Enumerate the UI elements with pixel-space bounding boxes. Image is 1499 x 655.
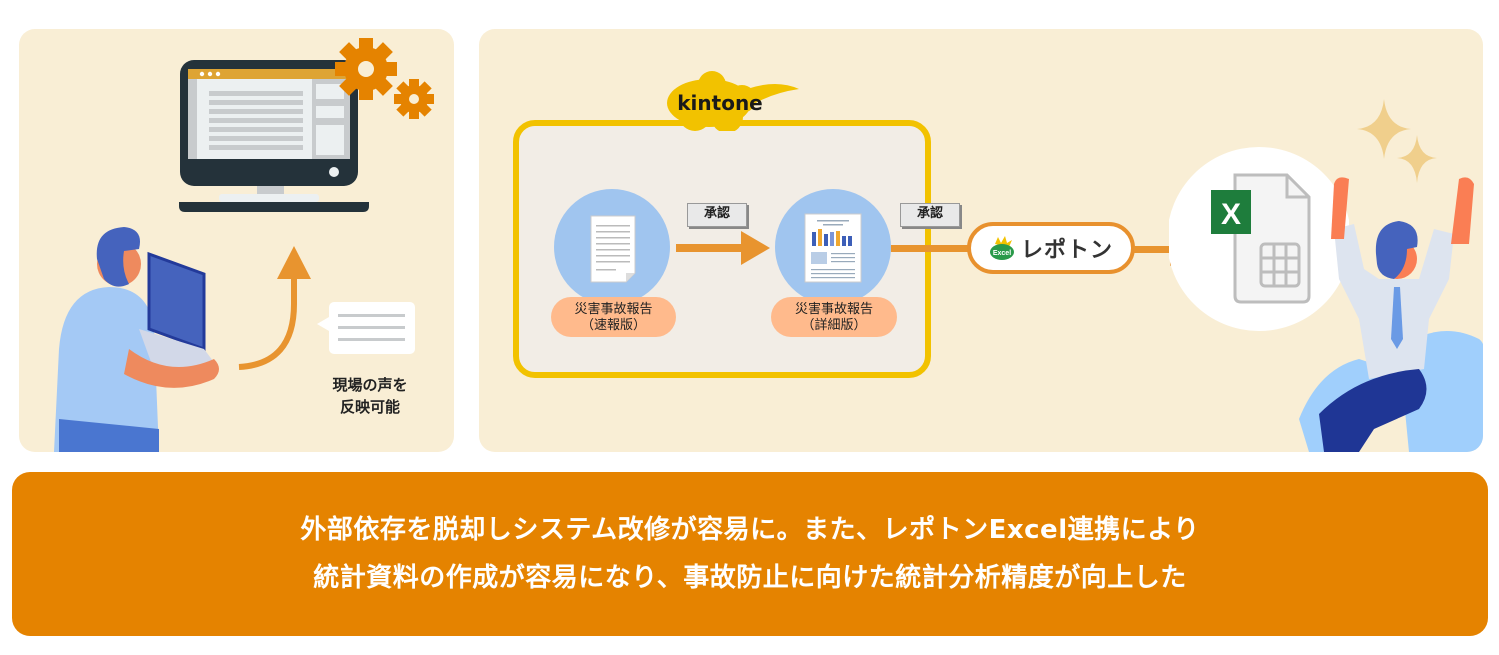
arrow-right-icon: [676, 231, 770, 265]
kintone-cloud-icon: [667, 71, 799, 131]
caption-line-2: 反映可能: [339, 398, 400, 416]
reportone-excel-cloud-icon: Excel: [989, 236, 1014, 260]
approval-tag-1: 承認: [687, 203, 747, 227]
right-panel: kintone 災害事故報告 （速報版） 承認 災害事故報告 （詳細版） 承認: [479, 29, 1483, 452]
person-with-laptop-illustration: [54, 227, 219, 452]
excel-letter: X: [1221, 198, 1241, 231]
approval-tag-2: 承認: [900, 203, 960, 227]
quick-report-icon: [554, 189, 670, 305]
gear-icon: [335, 38, 434, 119]
doc1-title: 災害事故報告: [574, 302, 653, 317]
detailed-report-label: 災害事故報告 （詳細版）: [771, 297, 897, 337]
detailed-report-icon: [775, 189, 891, 305]
feedback-caption: 現場の声を 反映可能: [315, 374, 425, 418]
happy-person-illustration: [1299, 177, 1483, 452]
kintone-label: kintone: [677, 91, 763, 115]
developer-illustration: [54, 38, 434, 452]
quick-report-label: 災害事故報告 （速報版）: [551, 297, 676, 337]
banner-line-2: 統計資料の作成が容易になり、事故防止に向けた統計分析精度が向上した: [313, 563, 1187, 593]
left-panel: 現場の声を 反映可能: [19, 29, 454, 452]
svg-text:Excel: Excel: [993, 250, 1011, 257]
speech-bubble-icon: [317, 302, 415, 354]
doc2-subtitle: （詳細版）: [801, 318, 867, 333]
sparkle-icon: [1357, 99, 1437, 183]
caption-line-1: 現場の声を: [332, 376, 408, 394]
connector-line: [891, 245, 971, 252]
monitor-icon: [179, 60, 369, 212]
banner-line-1: 外部依存を脱却しシステム改修が容易に。また、レポトンExcel連携により: [300, 515, 1200, 545]
summary-banner: 外部依存を脱却しシステム改修が容易に。また、レポトンExcel連携により 統計資…: [12, 472, 1488, 636]
excel-file-icon: X: [1169, 147, 1349, 331]
doc2-title: 災害事故報告: [794, 302, 873, 317]
reportone-badge: Excel レポトン: [967, 222, 1135, 274]
doc1-subtitle: （速報版）: [580, 318, 646, 333]
reportone-label: レポトン: [1020, 238, 1113, 263]
arrow-up-icon: [238, 246, 311, 370]
